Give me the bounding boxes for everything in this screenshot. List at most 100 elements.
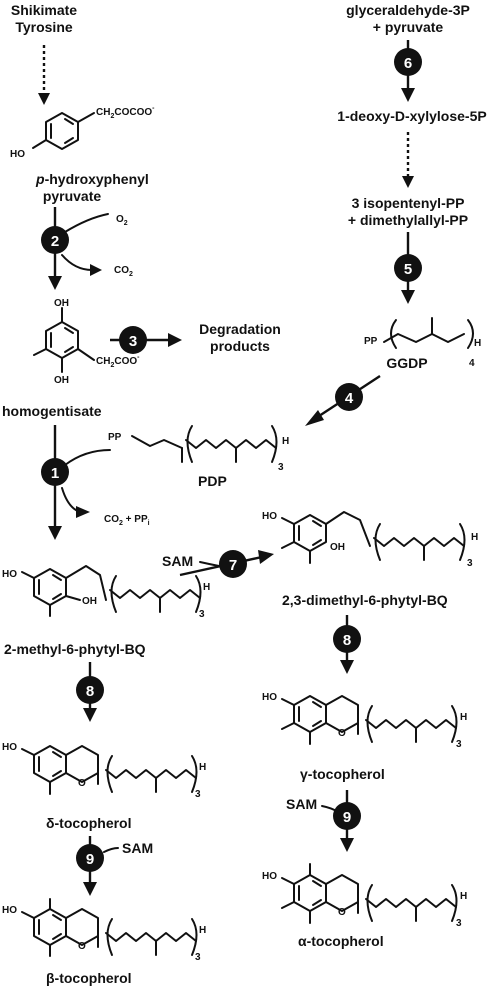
hpp-side-chain: CH2COCOO- bbox=[96, 105, 155, 120]
alpha-tocopherol-name: α-tocopherol bbox=[298, 933, 384, 949]
arrow-head bbox=[402, 176, 414, 188]
homogentisate-structure: OH OH CH2COO- bbox=[33, 298, 140, 386]
degradation-line2: products bbox=[210, 338, 270, 354]
mpbq-name: 2-methyl-6-phytyl-BQ bbox=[4, 641, 146, 657]
hga-oh-bottom: OH bbox=[54, 375, 69, 386]
dmpbq-structure: HO OH H 3 bbox=[262, 511, 478, 569]
hga-side-chain: CH2COO- bbox=[96, 354, 140, 369]
step-5-badge: 5 bbox=[394, 254, 422, 282]
sam-7-label: SAM bbox=[162, 553, 193, 569]
pdp-pp: PP bbox=[108, 432, 122, 443]
gamma-repeat: 3 bbox=[456, 739, 462, 750]
step-3-badge: 3 bbox=[119, 326, 147, 354]
mpbq-oh: OH bbox=[82, 596, 97, 607]
alpha-ho: HO bbox=[262, 871, 277, 882]
arrow-head bbox=[48, 526, 62, 540]
o2-label: O2 bbox=[116, 214, 128, 227]
beta-tocopherol-name: β-tocopherol bbox=[46, 970, 132, 986]
g3p-line1: glyceraldehyde-3P bbox=[346, 2, 470, 18]
dmpbq-repeat: 3 bbox=[467, 558, 473, 569]
dmpbq-name: 2,3-dimethyl-6-phytyl-BQ bbox=[282, 592, 448, 608]
hpp-name-line2: pyruvate bbox=[43, 188, 102, 204]
beta-repeat: 3 bbox=[195, 952, 201, 963]
beta-h: H bbox=[199, 925, 206, 936]
dmpbq-h: H bbox=[471, 532, 478, 543]
ipp-line2: + dimethylallyl-PP bbox=[348, 212, 468, 228]
arrow-head bbox=[340, 838, 354, 852]
sam-left-label: SAM bbox=[122, 840, 153, 856]
ggdp-h: H bbox=[474, 338, 481, 349]
mpbq-ho: HO bbox=[2, 569, 17, 580]
pdp-join-curve bbox=[64, 449, 111, 466]
beta-ho: HO bbox=[2, 905, 17, 916]
step-9-right-badge: 9 bbox=[333, 802, 361, 830]
dxp-label: 1-deoxy-D-xylylose-5P bbox=[337, 108, 486, 124]
arrow-head bbox=[401, 290, 415, 304]
precursor-tyrosine: Tyrosine bbox=[15, 19, 73, 35]
sam-left-curve bbox=[103, 847, 119, 853]
svg-text:2: 2 bbox=[51, 233, 59, 250]
step-6-badge: 6 bbox=[394, 48, 422, 76]
step-1-badge: 1 bbox=[41, 458, 69, 486]
beta-o: O bbox=[78, 941, 86, 952]
co2-ppi-label: CO2 + PPi bbox=[104, 514, 150, 527]
pdp-repeat: 3 bbox=[278, 462, 284, 473]
dmpbq-oh: OH bbox=[330, 542, 345, 553]
step-4-badge: 4 bbox=[335, 383, 363, 411]
svg-text:8: 8 bbox=[86, 683, 94, 700]
svg-text:9: 9 bbox=[343, 809, 351, 826]
arrow-head bbox=[83, 708, 97, 722]
alpha-repeat: 3 bbox=[456, 918, 462, 929]
ggdp-name: GGDP bbox=[386, 355, 427, 371]
ggdp-structure: PP H 4 bbox=[364, 317, 481, 369]
svg-text:1: 1 bbox=[51, 465, 59, 482]
step-2-badge: 2 bbox=[41, 226, 69, 254]
alpha-o: O bbox=[338, 907, 346, 918]
hpp-ho-label: HO bbox=[10, 149, 25, 160]
gamma-h: H bbox=[460, 712, 467, 723]
ipp-line1: 3 isopentenyl-PP bbox=[352, 195, 465, 211]
beta-tocopherol-structure: HO O H 3 bbox=[2, 898, 206, 963]
hpp-name-line1: p-hydroxyphenyl bbox=[35, 171, 149, 187]
delta-o: O bbox=[78, 778, 86, 789]
hpp-structure: HO CH2COCOO- bbox=[10, 105, 155, 160]
gamma-o: O bbox=[338, 728, 346, 739]
gamma-tocopherol-name: γ-tocopherol bbox=[300, 766, 385, 782]
svg-text:6: 6 bbox=[404, 55, 412, 72]
mpbq-structure: HO OH H 3 bbox=[2, 565, 210, 620]
arrow-head bbox=[83, 882, 97, 896]
precursor-shikimate: Shikimate bbox=[11, 2, 77, 18]
ggdp-pp: PP bbox=[364, 336, 378, 347]
step-7-badge: 7 bbox=[219, 550, 247, 578]
arrow-head bbox=[76, 506, 90, 518]
degradation-line1: Degradation bbox=[199, 321, 281, 337]
ggdp-repeat: 4 bbox=[469, 358, 475, 369]
arrow-head bbox=[305, 410, 324, 426]
hga-oh-top: OH bbox=[54, 298, 69, 309]
pdp-structure: PP H 3 bbox=[108, 425, 289, 473]
arrow-head bbox=[48, 276, 62, 290]
svg-text:3: 3 bbox=[129, 333, 137, 350]
mpbq-repeat: 3 bbox=[199, 609, 205, 620]
delta-repeat: 3 bbox=[195, 789, 201, 800]
step-8-left-badge: 8 bbox=[76, 676, 104, 704]
arrow-head bbox=[401, 88, 415, 102]
delta-tocopherol-name: δ-tocopherol bbox=[46, 815, 132, 831]
arrow-head bbox=[90, 264, 102, 276]
dmpbq-ho: HO bbox=[262, 511, 277, 522]
delta-tocopherol-structure: HO O H 3 bbox=[2, 742, 206, 800]
sam-9-right-label: SAM bbox=[286, 796, 317, 812]
gamma-ho: HO bbox=[262, 692, 277, 703]
step-9-left-badge: 9 bbox=[76, 844, 104, 872]
svg-text:7: 7 bbox=[229, 557, 237, 574]
co2-label: CO2 bbox=[114, 265, 133, 278]
svg-text:5: 5 bbox=[404, 261, 412, 278]
arrow-head bbox=[258, 550, 274, 564]
arrow-head bbox=[168, 333, 182, 347]
alpha-tocopherol-structure: HO O H 3 bbox=[262, 863, 467, 929]
arrow-head bbox=[38, 93, 50, 105]
delta-ho: HO bbox=[2, 742, 17, 753]
o2-curve bbox=[64, 213, 109, 233]
svg-text:4: 4 bbox=[345, 390, 354, 407]
